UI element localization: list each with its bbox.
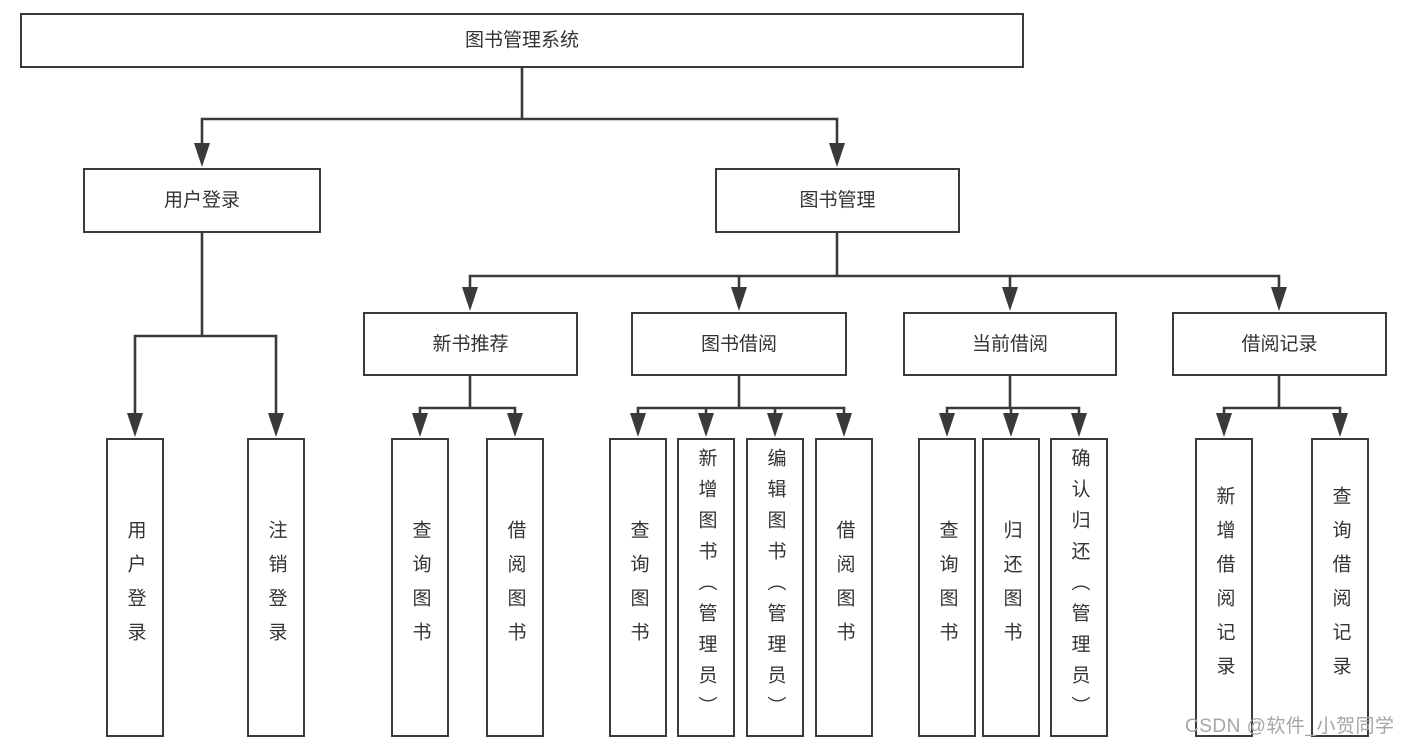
arrowhead: [194, 143, 210, 167]
arrowhead: [1271, 287, 1287, 311]
arrowhead: [127, 413, 143, 437]
node-borrow-records: 借阅记录: [1172, 312, 1387, 376]
arrowhead: [1003, 413, 1019, 437]
connector-borrow-records: [1222, 374, 1342, 417]
arrowhead: [829, 143, 845, 167]
connector-user-login: [133, 231, 278, 417]
node-book-borrow: 图书借阅: [631, 312, 847, 376]
node-new-book-recommend: 新书推荐: [363, 312, 578, 376]
connector-book-borrow: [636, 374, 846, 417]
arrowhead: [767, 413, 783, 437]
connector-root: [200, 66, 839, 148]
arrowhead: [698, 413, 714, 437]
node-borrow-query-books: 查询图书: [609, 438, 667, 737]
node-borrow-borrow-books: 借阅图书: [815, 438, 873, 737]
arrowhead: [836, 413, 852, 437]
node-current-query-books: 查询图书: [918, 438, 976, 737]
node-borrow-add-books-admin: 新增图书（管理员）: [677, 438, 735, 737]
connector-current-borrow: [945, 374, 1081, 417]
node-recommend-query-books: 查询图书: [391, 438, 449, 737]
node-records-query-record: 查询借阅记录: [1311, 438, 1369, 737]
node-user-login: 用户登录: [83, 168, 321, 233]
arrowhead: [507, 413, 523, 437]
arrowhead: [1216, 413, 1232, 437]
arrowhead: [731, 287, 747, 311]
node-root-system: 图书管理系统: [20, 13, 1024, 68]
arrowhead: [268, 413, 284, 437]
arrowhead: [630, 413, 646, 437]
connector-book-management: [468, 231, 1281, 291]
node-recommend-borrow-books: 借阅图书: [486, 438, 544, 737]
arrowhead: [1071, 413, 1087, 437]
node-borrow-edit-books-admin: 编辑图书（管理员）: [746, 438, 804, 737]
node-login-logout: 注销登录: [247, 438, 305, 737]
arrowhead: [1002, 287, 1018, 311]
arrowhead: [412, 413, 428, 437]
node-current-borrow: 当前借阅: [903, 312, 1117, 376]
arrowhead: [1332, 413, 1348, 437]
connector-new-book-recommend: [418, 374, 517, 417]
arrowhead: [462, 287, 478, 311]
node-records-add-record: 新增借阅记录: [1195, 438, 1253, 737]
csdn-watermark: CSDN @软件_小贺同学: [1185, 716, 1395, 737]
node-current-confirm-return-admin: 确认归还（管理员）: [1050, 438, 1108, 737]
arrowhead: [939, 413, 955, 437]
node-login-user-login: 用户登录: [106, 438, 164, 737]
node-book-management: 图书管理: [715, 168, 960, 233]
node-current-return-books: 归还图书: [982, 438, 1040, 737]
